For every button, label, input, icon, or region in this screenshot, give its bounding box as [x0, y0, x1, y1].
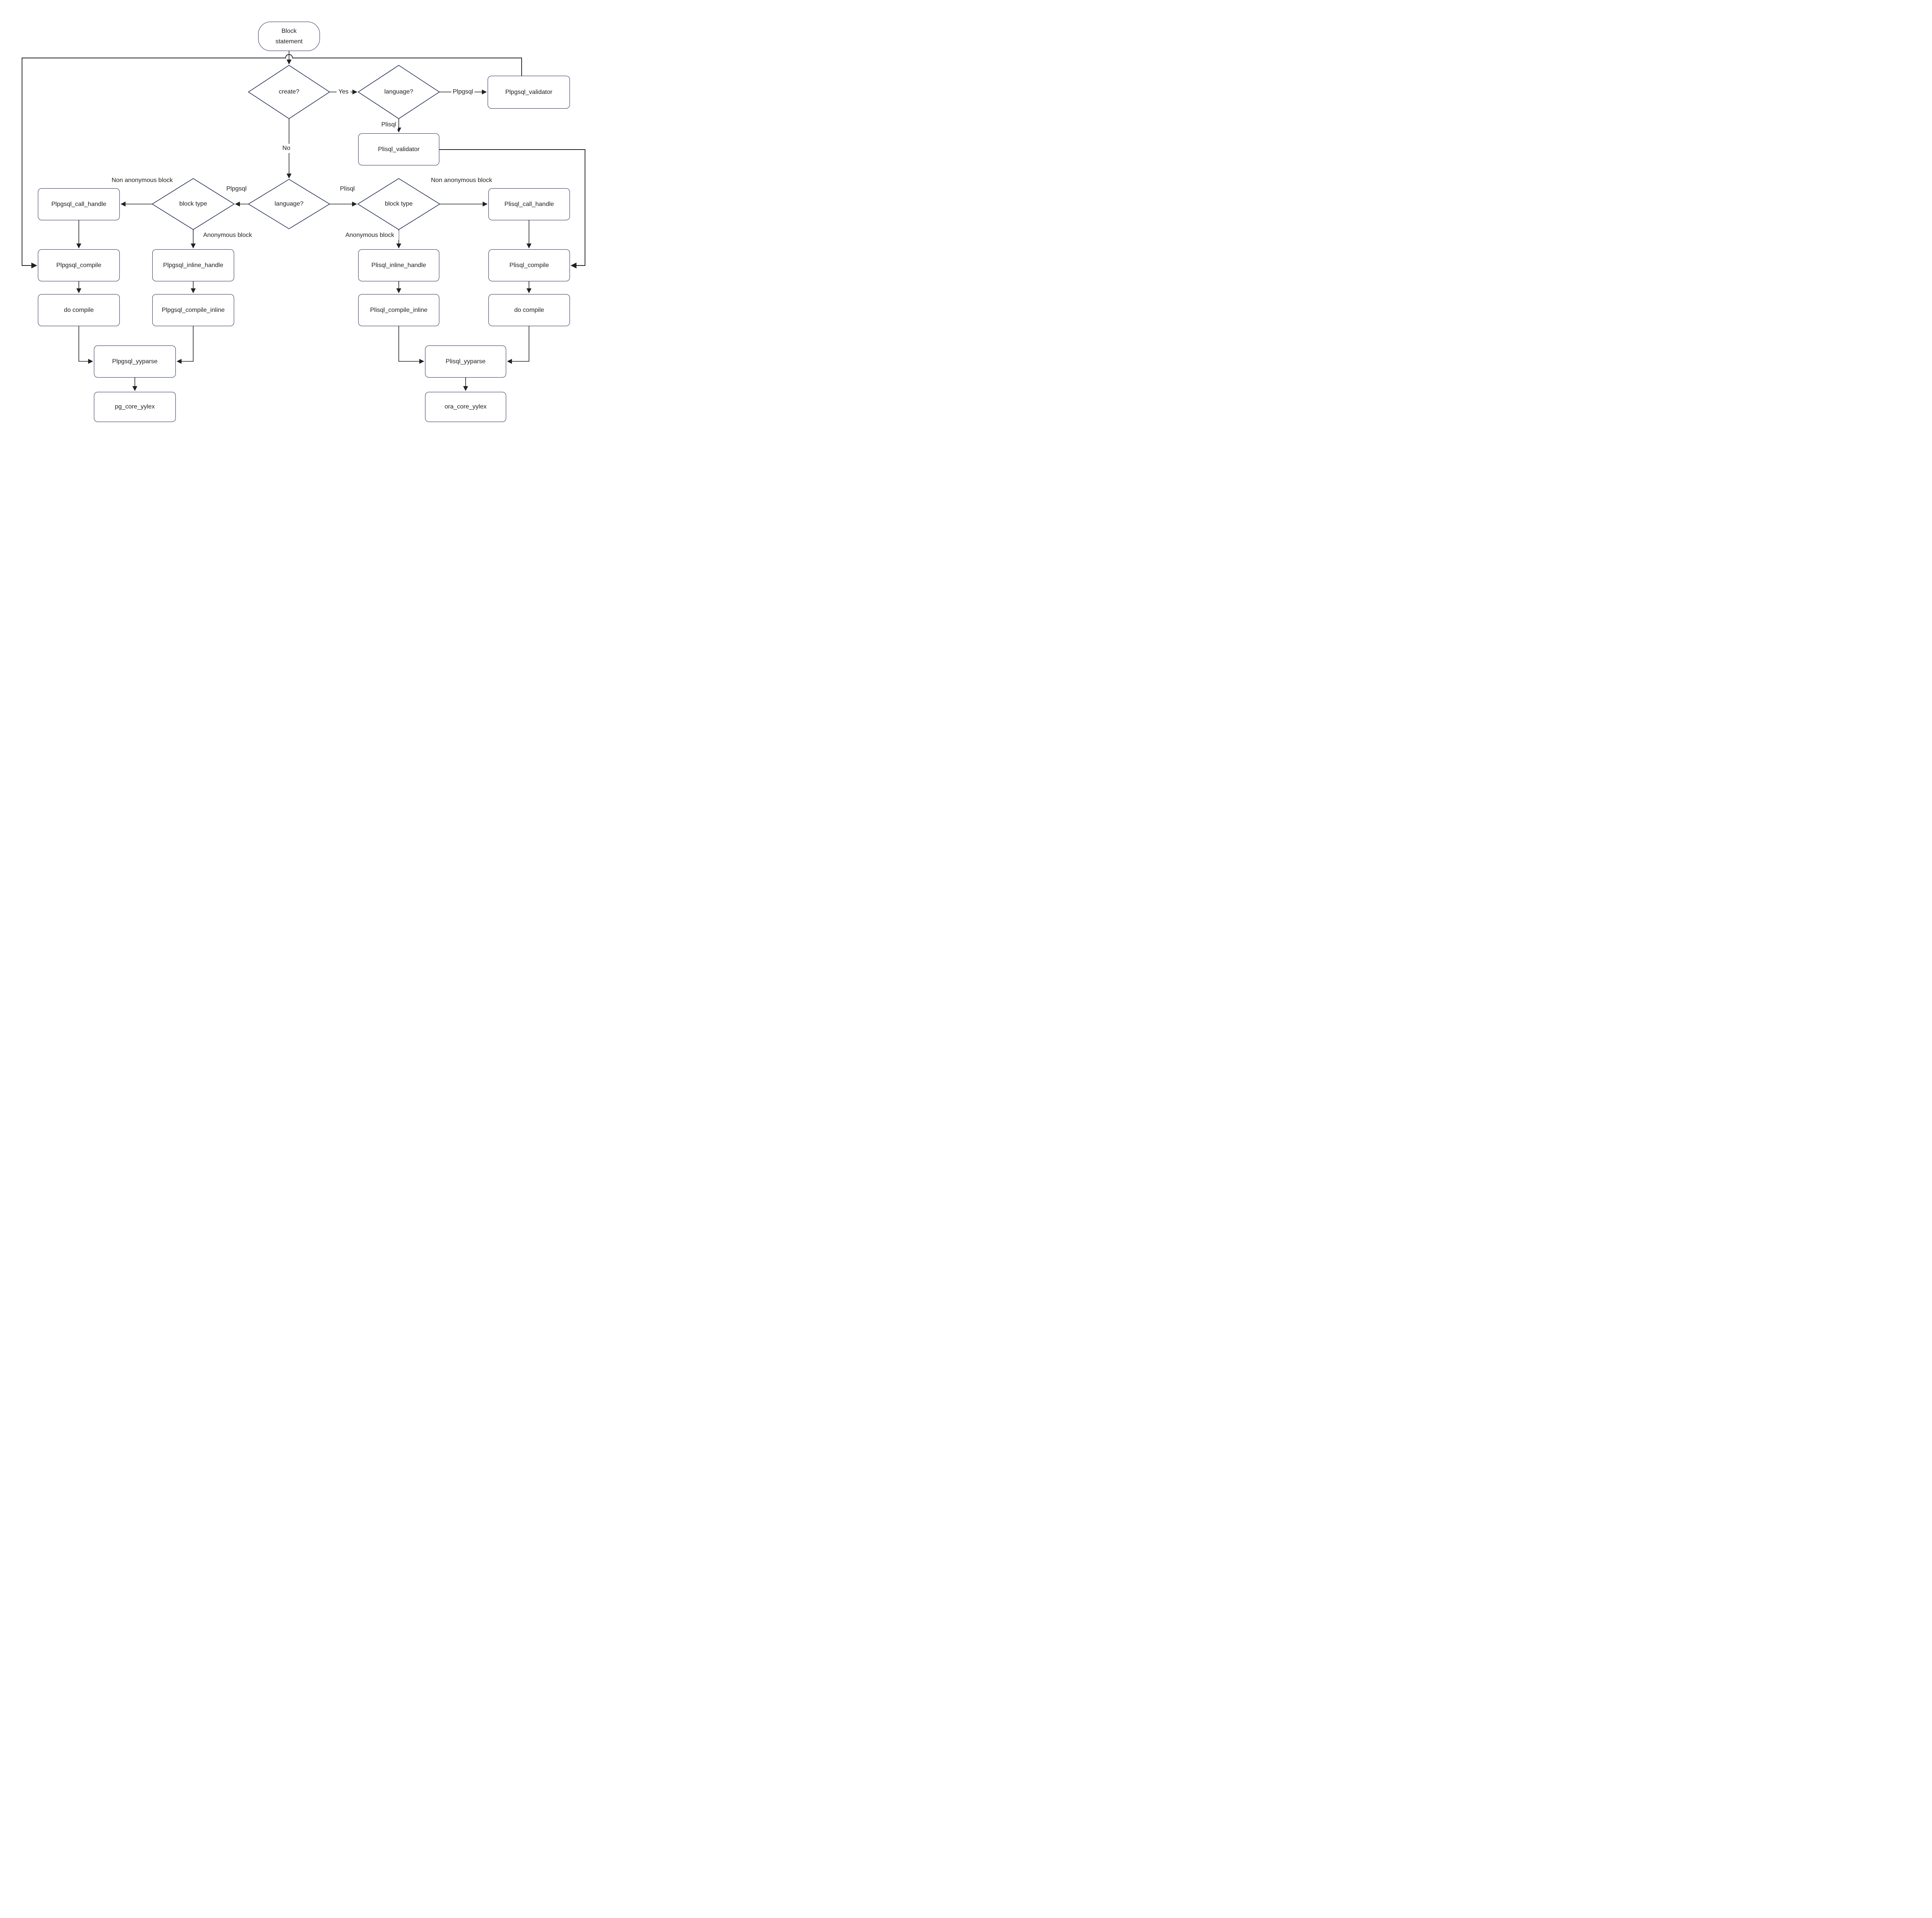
create-decision-shape: [248, 65, 330, 119]
edge-label-non-anonymous-right: Non anonymous block: [430, 176, 493, 185]
node-plisql-call-handle: Plisql_call_handle: [488, 188, 570, 220]
edge-label-plpgsql-mid: Plpgsql: [225, 184, 248, 194]
flowchart-canvas: Block statement create? language? langua…: [0, 0, 597, 422]
node-plpgsql-inline-handle: Plpgsql_inline_handle: [152, 249, 234, 281]
edge-label-yes: Yes: [337, 87, 350, 97]
edge-do-compile-left-to-plpgsql-yyparse: [78, 326, 93, 364]
node-plisql-call-handle-label: Plisql_call_handle: [504, 201, 554, 208]
node-plisql-validator-label: Plisql_validator: [378, 146, 420, 153]
node-plpgsql-compile-inline: Plpgsql_compile_inline: [152, 294, 234, 326]
node-plpgsql-yyparse-label: Plpgsql_yyparse: [112, 358, 158, 365]
block-type-right-decision-shape: [357, 178, 440, 230]
node-do-compile-right: do compile: [488, 294, 570, 326]
node-plpgsql-validator: Plpgsql_validator: [488, 76, 570, 109]
node-ora-core-yylex-label: ora_core_yylex: [444, 403, 487, 410]
node-plpgsql-yyparse: Plpgsql_yyparse: [94, 345, 176, 378]
edge-plisql-validator-to-plisql-compile: [439, 149, 585, 269]
edge-label-non-anonymous-left: Non anonymous block: [111, 176, 173, 185]
node-plpgsql-compile-inline-label: Plpgsql_compile_inline: [162, 306, 225, 313]
node-plisql-compile-inline: Plisql_compile_inline: [358, 294, 439, 326]
node-do-compile-right-label: do compile: [514, 306, 544, 313]
edge-plpgsql-validator-to-plpgsql-compile: [22, 54, 522, 269]
node-plisql-compile-inline-label: Plisql_compile_inline: [370, 306, 428, 313]
edge-label-no: No: [280, 144, 293, 153]
edge-label-plisql-mid: Plisql: [338, 184, 357, 194]
node-plpgsql-inline-handle-label: Plpgsql_inline_handle: [163, 262, 223, 269]
node-ora-core-yylex: ora_core_yylex: [425, 392, 506, 422]
edge-label-anonymous-left: Anonymous block: [199, 231, 257, 240]
node-plpgsql-compile-label: Plpgsql_compile: [56, 262, 102, 269]
block-type-left-decision-shape: [151, 178, 235, 230]
node-pg-core-yylex-label: pg_core_yylex: [115, 403, 155, 410]
node-plisql-yyparse-label: Plisql_yyparse: [446, 358, 486, 365]
node-plpgsql-compile: Plpgsql_compile: [38, 249, 120, 281]
node-plisql-yyparse: Plisql_yyparse: [425, 345, 506, 378]
node-plisql-inline-handle-label: Plisql_inline_handle: [371, 262, 426, 269]
node-do-compile-left-label: do compile: [64, 306, 94, 313]
edge-label-plisql-top: Plisql: [379, 120, 398, 129]
node-plisql-compile: Plisql_compile: [488, 249, 570, 281]
node-plpgsql-call-handle-label: Plpgsql_call_handle: [51, 201, 107, 208]
edge-plpgsql-compile-inline-to-plpgsql-yyparse: [177, 326, 194, 364]
language-top-decision-shape: [357, 65, 440, 119]
edge-plisql-compile-inline-to-plisql-yyparse: [398, 326, 424, 364]
node-pg-core-yylex: pg_core_yylex: [94, 392, 176, 422]
node-plisql-compile-label: Plisql_compile: [509, 262, 549, 269]
node-do-compile-left: do compile: [38, 294, 120, 326]
node-block-statement: Block statement: [258, 22, 320, 51]
flowchart-wires: [22, 51, 585, 391]
edge-label-anonymous-right: Anonymous block: [341, 231, 399, 240]
node-plisql-validator: Plisql_validator: [358, 133, 439, 165]
node-plpgsql-validator-label: Plpgsql_validator: [505, 88, 553, 95]
edge-label-plpgsql-top: Plpgsql: [451, 87, 474, 97]
node-block-statement-label: Block statement: [275, 27, 303, 45]
node-plpgsql-call-handle: Plpgsql_call_handle: [38, 188, 120, 220]
node-plisql-inline-handle: Plisql_inline_handle: [358, 249, 439, 281]
language-mid-decision-shape: [248, 179, 330, 229]
edge-do-compile-right-to-plisql-yyparse: [507, 326, 529, 364]
